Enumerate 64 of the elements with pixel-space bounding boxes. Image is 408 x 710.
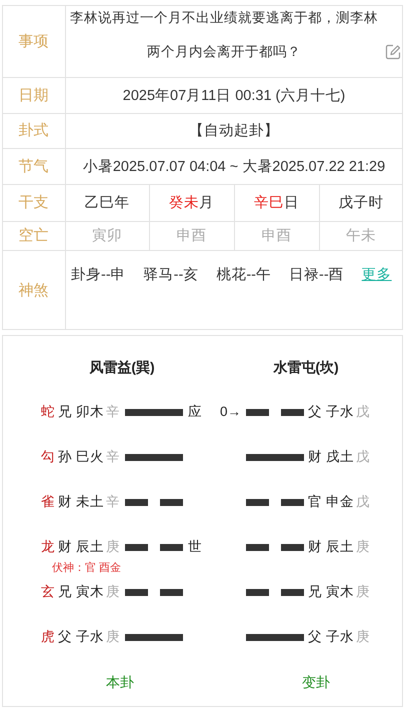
position-marker: 应 — [188, 404, 202, 420]
method-text: 【自动起卦】 — [189, 122, 279, 140]
stem-label: 庚 — [356, 539, 370, 555]
stem-label: 庚 — [356, 629, 370, 645]
spirit-star-text: 桃花--午 — [216, 266, 272, 285]
void-branch-text: 寅卯 — [92, 227, 122, 245]
stem-label: 庚 — [356, 584, 370, 600]
six-spirit-label: 蛇 — [41, 404, 55, 420]
stem-branch-text: 月 — [199, 194, 214, 212]
stem-label: 庚 — [106, 539, 120, 555]
row-header: 节气 — [18, 156, 48, 176]
void-branch-text: 申酉 — [262, 227, 292, 245]
hexagram-name: 水雷屯(坎) — [273, 359, 339, 375]
position-marker: 世 — [188, 539, 202, 555]
stem-label: 辛 — [106, 404, 120, 420]
spirit-star-text: 卦身--申 — [71, 266, 126, 285]
line-relation-label: 孙 巳火 — [58, 449, 104, 465]
stem-branch-text: 日 — [284, 194, 299, 212]
stem-branch-text: 乙巳年 — [84, 194, 130, 212]
line-relation-label: 兄 寅木 — [308, 584, 354, 600]
row-header: 神煞 — [18, 280, 48, 300]
stem-branch-text: 辛巳 — [254, 194, 284, 212]
spirit-star-text: 日禄--酉 — [289, 266, 344, 285]
six-spirit-label: 勾 — [41, 449, 55, 465]
line-relation-label: 财 戌土 — [308, 449, 354, 465]
six-spirit-label: 虎 — [41, 629, 55, 645]
solar-term-text: 小暑2025.07.07 04:04 ~ 大暑2025.07.22 21:29 — [82, 158, 386, 176]
stem-label: 庚 — [106, 584, 120, 600]
line-relation-label: 父 子水 — [308, 629, 354, 645]
six-spirit-label: 龙 — [41, 539, 55, 555]
moving-line-marker: 0→ — [220, 404, 242, 420]
void-branch-text: 申酉 — [176, 227, 206, 245]
void-branch-text: 午未 — [346, 227, 376, 245]
stem-branch-text: 癸未 — [169, 194, 199, 212]
more-link: 更多 — [362, 266, 392, 285]
hexagram-caption: 变卦 — [302, 674, 330, 690]
hexagram-name: 风雷益(巽) — [89, 359, 155, 375]
line-relation-label: 财 辰土 — [308, 539, 354, 555]
line-relation-label: 父 子水 — [58, 629, 104, 645]
hidden-spirit-note: 伏神：官 酉金 — [52, 560, 122, 576]
row-header: 卦式 — [18, 121, 48, 140]
stem-branch-text: 戊子时 — [338, 194, 384, 212]
date-text: 2025年07月11日 00:31 (六月十七) — [122, 86, 346, 104]
stem-label: 戊 — [356, 494, 370, 510]
stem-label: 戊 — [356, 449, 370, 465]
line-relation-label: 兄 卯木 — [58, 404, 104, 420]
six-spirit-label: 雀 — [41, 494, 55, 510]
row-header: 空亡 — [18, 226, 48, 245]
line-relation-label: 官 申金 — [308, 494, 354, 510]
line-relation-label: 财 辰土 — [58, 539, 104, 555]
row-header: 干支 — [18, 193, 48, 212]
row-header: 事项 — [18, 32, 48, 50]
question-text: 李林说再过一个月不出业绩就要逃离于都，测李林两个月内会离开于都吗？ — [69, 9, 379, 61]
spirit-star-text: 驿马--亥 — [144, 266, 198, 285]
row-header: 日期 — [18, 86, 48, 104]
six-spirit-label: 玄 — [41, 584, 55, 600]
stem-label: 戊 — [356, 404, 370, 420]
line-relation-label: 财 未土 — [58, 494, 104, 510]
line-relation-label: 兄 寅木 — [58, 584, 104, 600]
hexagram-caption: 本卦 — [106, 674, 134, 690]
stem-label: 辛 — [106, 494, 120, 510]
stem-label: 辛 — [106, 449, 120, 465]
line-relation-label: 父 子水 — [308, 404, 354, 420]
stem-label: 庚 — [106, 629, 120, 645]
